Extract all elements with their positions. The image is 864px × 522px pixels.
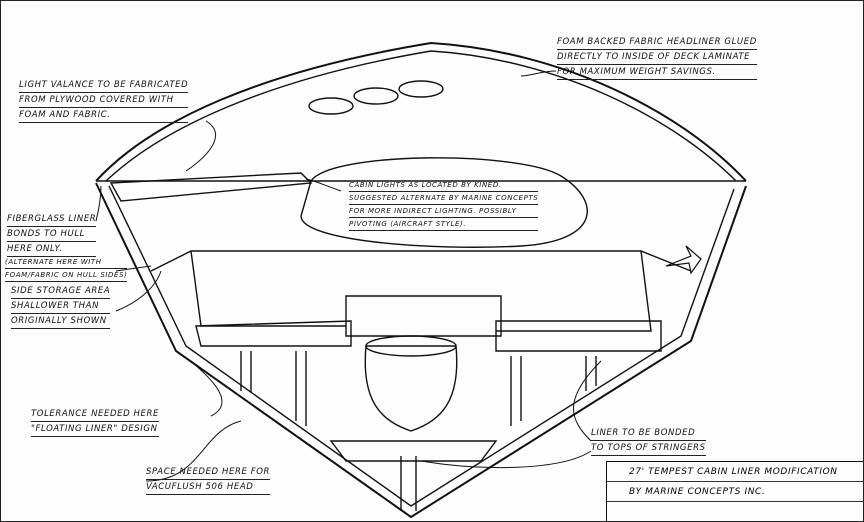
note-line: DIRECTLY TO INSIDE OF DECK LAMINATE	[557, 50, 757, 65]
note-line: TO TOPS OF STRINGERS	[591, 441, 706, 456]
toilet-rim	[365, 335, 457, 357]
note-alternate: (ALTERNATE HERE WITH FOAM/FABRIC ON HULL…	[5, 256, 128, 282]
note-line: "FLOATING LINER" DESIGN	[31, 422, 159, 437]
note-line: (ALTERNATE HERE WITH	[5, 256, 128, 269]
note-line: FOAM/FABRIC ON HULL SIDES)	[5, 269, 128, 282]
note-line: FOR MAXIMUM WEIGHT SAVINGS.	[557, 65, 757, 80]
note-line: TOLERANCE NEEDED HERE	[31, 407, 159, 422]
v-berth-left	[190, 250, 346, 327]
floor-pan	[329, 440, 498, 462]
note-line: SIDE STORAGE AREA	[11, 284, 111, 299]
berth-platform-left	[195, 320, 352, 347]
note-line: FOAM AND FABRIC.	[19, 108, 189, 123]
note-line: PIVOTING (AIRCRAFT STYLE).	[349, 218, 539, 231]
arrow-right	[665, 245, 702, 275]
title-block: 27' TEMPEST CABIN LINER MODIFICATION BY …	[606, 461, 863, 521]
valance-shelf	[109, 172, 313, 202]
cabin-light-capsule	[300, 157, 588, 248]
note-line: SPACE NEEDED HERE FOR	[146, 465, 271, 480]
note-liner-bonded: LINER TO BE BONDED TO TOPS OF STRINGERS	[591, 426, 706, 456]
porthole	[308, 97, 354, 115]
note-line: SUGGESTED ALTERNATE BY MARINE CONCEPTS	[349, 192, 539, 205]
note-fiberglass-liner: FIBERGLASS LINER BONDS TO HULL HERE ONLY…	[7, 212, 97, 257]
note-line: ORIGINALLY SHOWN	[11, 314, 111, 329]
stringer-keel	[400, 456, 417, 511]
drawing-title: 27' TEMPEST CABIN LINER MODIFICATION	[607, 464, 863, 482]
note-cabin-lights: CABIN LIGHTS AS LOCATED BY KINED. SUGGES…	[349, 179, 539, 231]
liner-upper	[150, 250, 692, 272]
note-space-needed: SPACE NEEDED HERE FOR VACUFLUSH 506 HEAD	[146, 465, 271, 495]
note-line: FOR MORE INDIRECT LIGHTING. POSSIBLY	[349, 205, 539, 218]
note-line: FROM PLYWOOD COVERED WITH	[19, 93, 189, 108]
toilet	[364, 345, 458, 432]
note-valance: LIGHT VALANCE TO BE FABRICATED FROM PLYW…	[19, 78, 189, 123]
berth-platform-right	[495, 320, 662, 352]
note-line: LIGHT VALANCE TO BE FABRICATED	[19, 78, 189, 93]
deck-inner	[105, 50, 737, 182]
v-berth-right	[496, 250, 652, 332]
stringer-left	[240, 351, 307, 426]
note-line: BONDS TO HULL	[7, 227, 97, 242]
note-line: LINER TO BE BONDED	[591, 426, 706, 441]
leader-lines	[95, 70, 602, 482]
toilet-step	[345, 295, 502, 337]
stringer-right	[510, 356, 597, 426]
note-tolerance: TOLERANCE NEEDED HERE "FLOATING LINER" D…	[31, 407, 159, 437]
note-line: FOAM BACKED FABRIC HEADLINER GLUED	[557, 35, 757, 50]
drawing-author: BY MARINE CONCEPTS INC.	[607, 484, 863, 502]
porthole	[398, 80, 444, 98]
note-headliner: FOAM BACKED FABRIC HEADLINER GLUED DIREC…	[557, 35, 757, 80]
hull-outline	[95, 182, 747, 519]
note-line: CABIN LIGHTS AS LOCATED BY KINED.	[349, 179, 539, 192]
note-line: HERE ONLY.	[7, 242, 97, 257]
note-line: FIBERGLASS LINER	[7, 212, 97, 227]
porthole	[353, 87, 399, 105]
note-line: VACUFLUSH 506 HEAD	[146, 480, 271, 495]
note-line: SHALLOWER THAN	[11, 299, 111, 314]
note-side-storage: SIDE STORAGE AREA SHALLOWER THAN ORIGINA…	[11, 284, 111, 329]
hull-inner	[108, 185, 735, 507]
deck-dome	[95, 41, 747, 182]
